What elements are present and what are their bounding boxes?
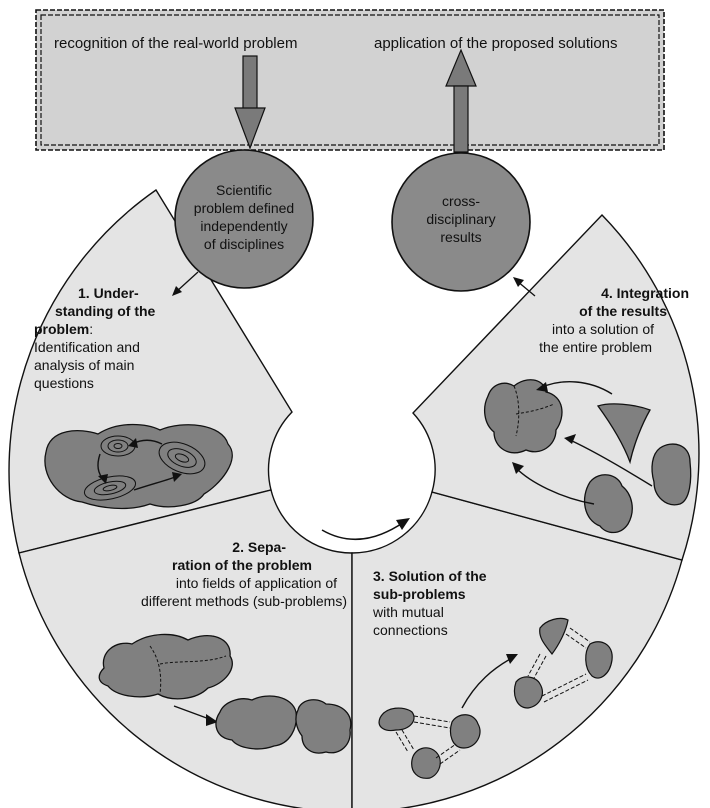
step2-text: 2. Sepa- ration of the problem into fiel… xyxy=(141,539,347,609)
svg-text:into a solution of: into a solution of xyxy=(552,321,654,337)
problem-contour-icon xyxy=(44,423,233,510)
svg-text:Identification and: Identification and xyxy=(34,339,140,355)
svg-text:1. Under-: 1. Under- xyxy=(78,285,139,301)
svg-text:independently: independently xyxy=(200,218,287,234)
svg-text:problem defined: problem defined xyxy=(194,200,294,216)
svg-text:4. Integration: 4. Integration xyxy=(601,285,689,301)
circle-left-connector-head-icon xyxy=(172,286,182,296)
band-outer-border xyxy=(35,9,665,151)
svg-text:the entire problem: the entire problem xyxy=(539,339,652,355)
svg-text:questions: questions xyxy=(34,375,94,391)
segment-3-solution xyxy=(351,491,683,808)
circle-right-connector-head-icon xyxy=(513,277,524,287)
svg-text:ration of the problem: ration of the problem xyxy=(172,557,312,573)
svg-text:3. Solution of the: 3. Solution of the xyxy=(373,568,487,584)
svg-text:connections: connections xyxy=(373,622,448,638)
band-left-label: recognition of the real-world problem xyxy=(54,35,297,52)
svg-text:with mutual: with mutual xyxy=(372,604,444,620)
cycle-arrow-icon xyxy=(321,518,410,541)
step4-text: 4. Integration of the results into a sol… xyxy=(539,285,689,355)
svg-text:disciplinary: disciplinary xyxy=(426,211,495,227)
svg-text:analysis of main: analysis of main xyxy=(34,357,134,373)
svg-text:2. Sepa-: 2. Sepa- xyxy=(232,539,286,555)
sub-problems-connections-icon xyxy=(378,617,613,779)
svg-text:sub-problems: sub-problems xyxy=(373,586,466,602)
svg-text:cross-: cross- xyxy=(442,193,480,209)
integration-shapes-icon xyxy=(483,379,692,534)
svg-text:of the results: of the results xyxy=(579,303,667,319)
svg-text:of disciplines: of disciplines xyxy=(204,236,284,252)
step1-text: 1. Under- standing of the problem: Ident… xyxy=(34,285,156,391)
svg-text:different methods (sub-problem: different methods (sub-problems) xyxy=(141,593,347,609)
svg-text:problem:: problem: xyxy=(34,321,93,337)
cross-disciplinary-circle: cross- disciplinary results xyxy=(391,152,531,292)
down-arrow-icon xyxy=(234,55,266,150)
problem-split-icon xyxy=(98,633,352,754)
svg-text:Scientific: Scientific xyxy=(216,182,272,198)
band-inner-border xyxy=(40,14,660,146)
svg-text:into fields of application of: into fields of application of xyxy=(176,575,337,591)
svg-text:results: results xyxy=(440,229,481,245)
step3-text: 3. Solution of the sub-problems with mut… xyxy=(372,568,487,638)
scientific-problem-circle: Scientific problem defined independently… xyxy=(174,149,314,289)
real-world-band: recognition of the real-world problem ap… xyxy=(35,9,665,151)
band-right-label: application of the proposed solutions xyxy=(374,35,618,52)
circle-left-connector xyxy=(175,271,199,293)
up-arrow-icon xyxy=(445,48,477,153)
segment-4-integration xyxy=(412,213,700,561)
svg-text:standing of the: standing of the xyxy=(55,303,156,319)
